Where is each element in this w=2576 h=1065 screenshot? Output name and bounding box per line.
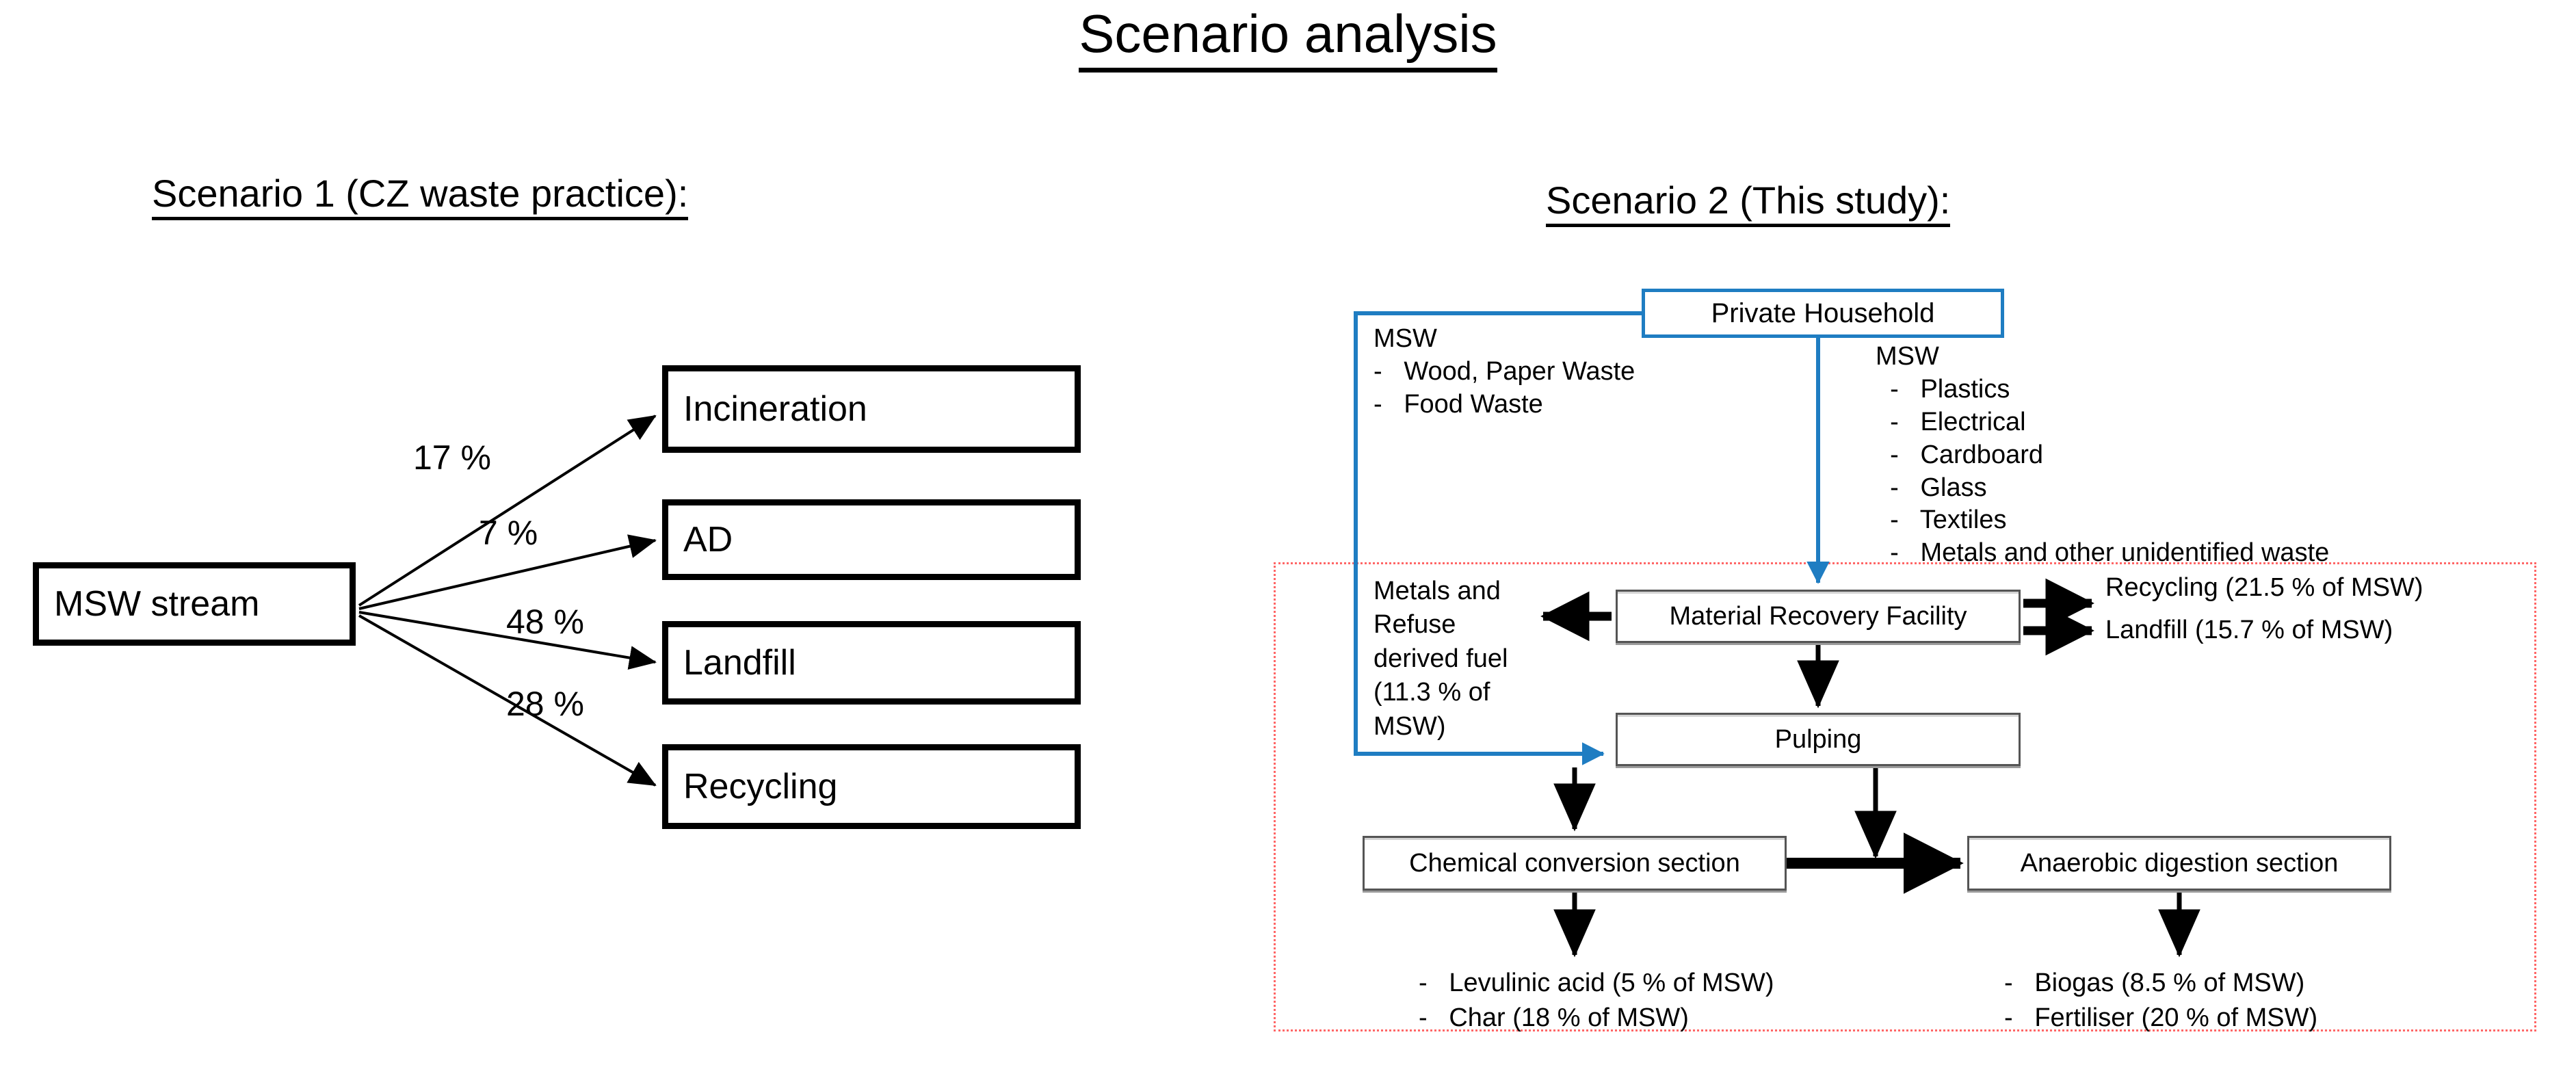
percent-label-incineration: 17 % xyxy=(413,438,491,477)
output-recycling-label: Recycling (21.5 % of MSW) xyxy=(2105,573,2423,602)
box-chemical-conversion-section-label: Chemical conversion section xyxy=(1409,848,1740,878)
msw-right-list: MSW - Plastics - Electrical - Cardboard … xyxy=(1876,342,2330,568)
box-ad[interactable]: AD xyxy=(662,499,1081,580)
products-anaerobic-list: - Biogas (8.5 % of MSW) - Fertiliser (20… xyxy=(2004,969,2318,1033)
system-boundary-dotted-region xyxy=(1274,562,2536,1031)
box-private-household-label: Private Household xyxy=(1711,298,1935,328)
box-incineration[interactable]: Incineration xyxy=(662,365,1081,453)
scenario-1-arrows xyxy=(358,415,657,787)
scenario-2-title-text: Scenario 2 (This study): xyxy=(1546,178,1951,227)
percent-label-recycling: 28 % xyxy=(506,685,584,723)
box-msw-stream-label: MSW stream xyxy=(54,584,260,624)
box-pulping-label: Pulping xyxy=(1774,724,1862,754)
scenario-1-title-text: Scenario 1 (CZ waste practice): xyxy=(152,171,689,220)
metals-and-rdf-label: Metals and Refuse derived fuel (11.3 % o… xyxy=(1374,577,1508,741)
box-anaerobic-digestion-section-label: Anaerobic digestion section xyxy=(2020,848,2339,878)
page-title-text: Scenario analysis xyxy=(1079,3,1497,73)
box-recycling-label: Recycling xyxy=(683,767,838,806)
msw-left-list: MSW - Wood, Paper Waste - Food Waste xyxy=(1374,324,1635,419)
arrow-to-incineration xyxy=(358,415,657,607)
box-ad-label: AD xyxy=(683,520,733,560)
box-incineration-label: Incineration xyxy=(683,389,867,429)
box-anaerobic-digestion-section[interactable]: Anaerobic digestion section xyxy=(1967,836,2391,891)
box-chemical-conversion-section[interactable]: Chemical conversion section xyxy=(1363,836,1787,891)
scenario-2-title: Scenario 2 (This study): xyxy=(1546,178,1951,227)
box-msw-stream[interactable]: MSW stream xyxy=(33,562,356,646)
percent-label-landfill: 48 % xyxy=(506,603,584,641)
output-landfill-label: Landfill (15.7 % of MSW) xyxy=(2105,616,2393,644)
box-landfill[interactable]: Landfill xyxy=(662,621,1081,705)
box-private-household[interactable]: Private Household xyxy=(1642,289,2004,338)
box-recycling[interactable]: Recycling xyxy=(662,744,1081,829)
box-material-recovery-facility[interactable]: Material Recovery Facility xyxy=(1616,590,2021,643)
percent-label-ad: 7 % xyxy=(479,514,538,552)
box-material-recovery-facility-label: Material Recovery Facility xyxy=(1669,601,1967,631)
box-landfill-label: Landfill xyxy=(683,643,796,683)
products-chemical-list: - Levulinic acid (5 % of MSW) - Char (18… xyxy=(1419,969,1774,1033)
scenario-1-title: Scenario 1 (CZ waste practice): xyxy=(152,171,689,220)
box-pulping[interactable]: Pulping xyxy=(1616,713,2021,766)
page-title: Scenario analysis xyxy=(0,3,2576,73)
